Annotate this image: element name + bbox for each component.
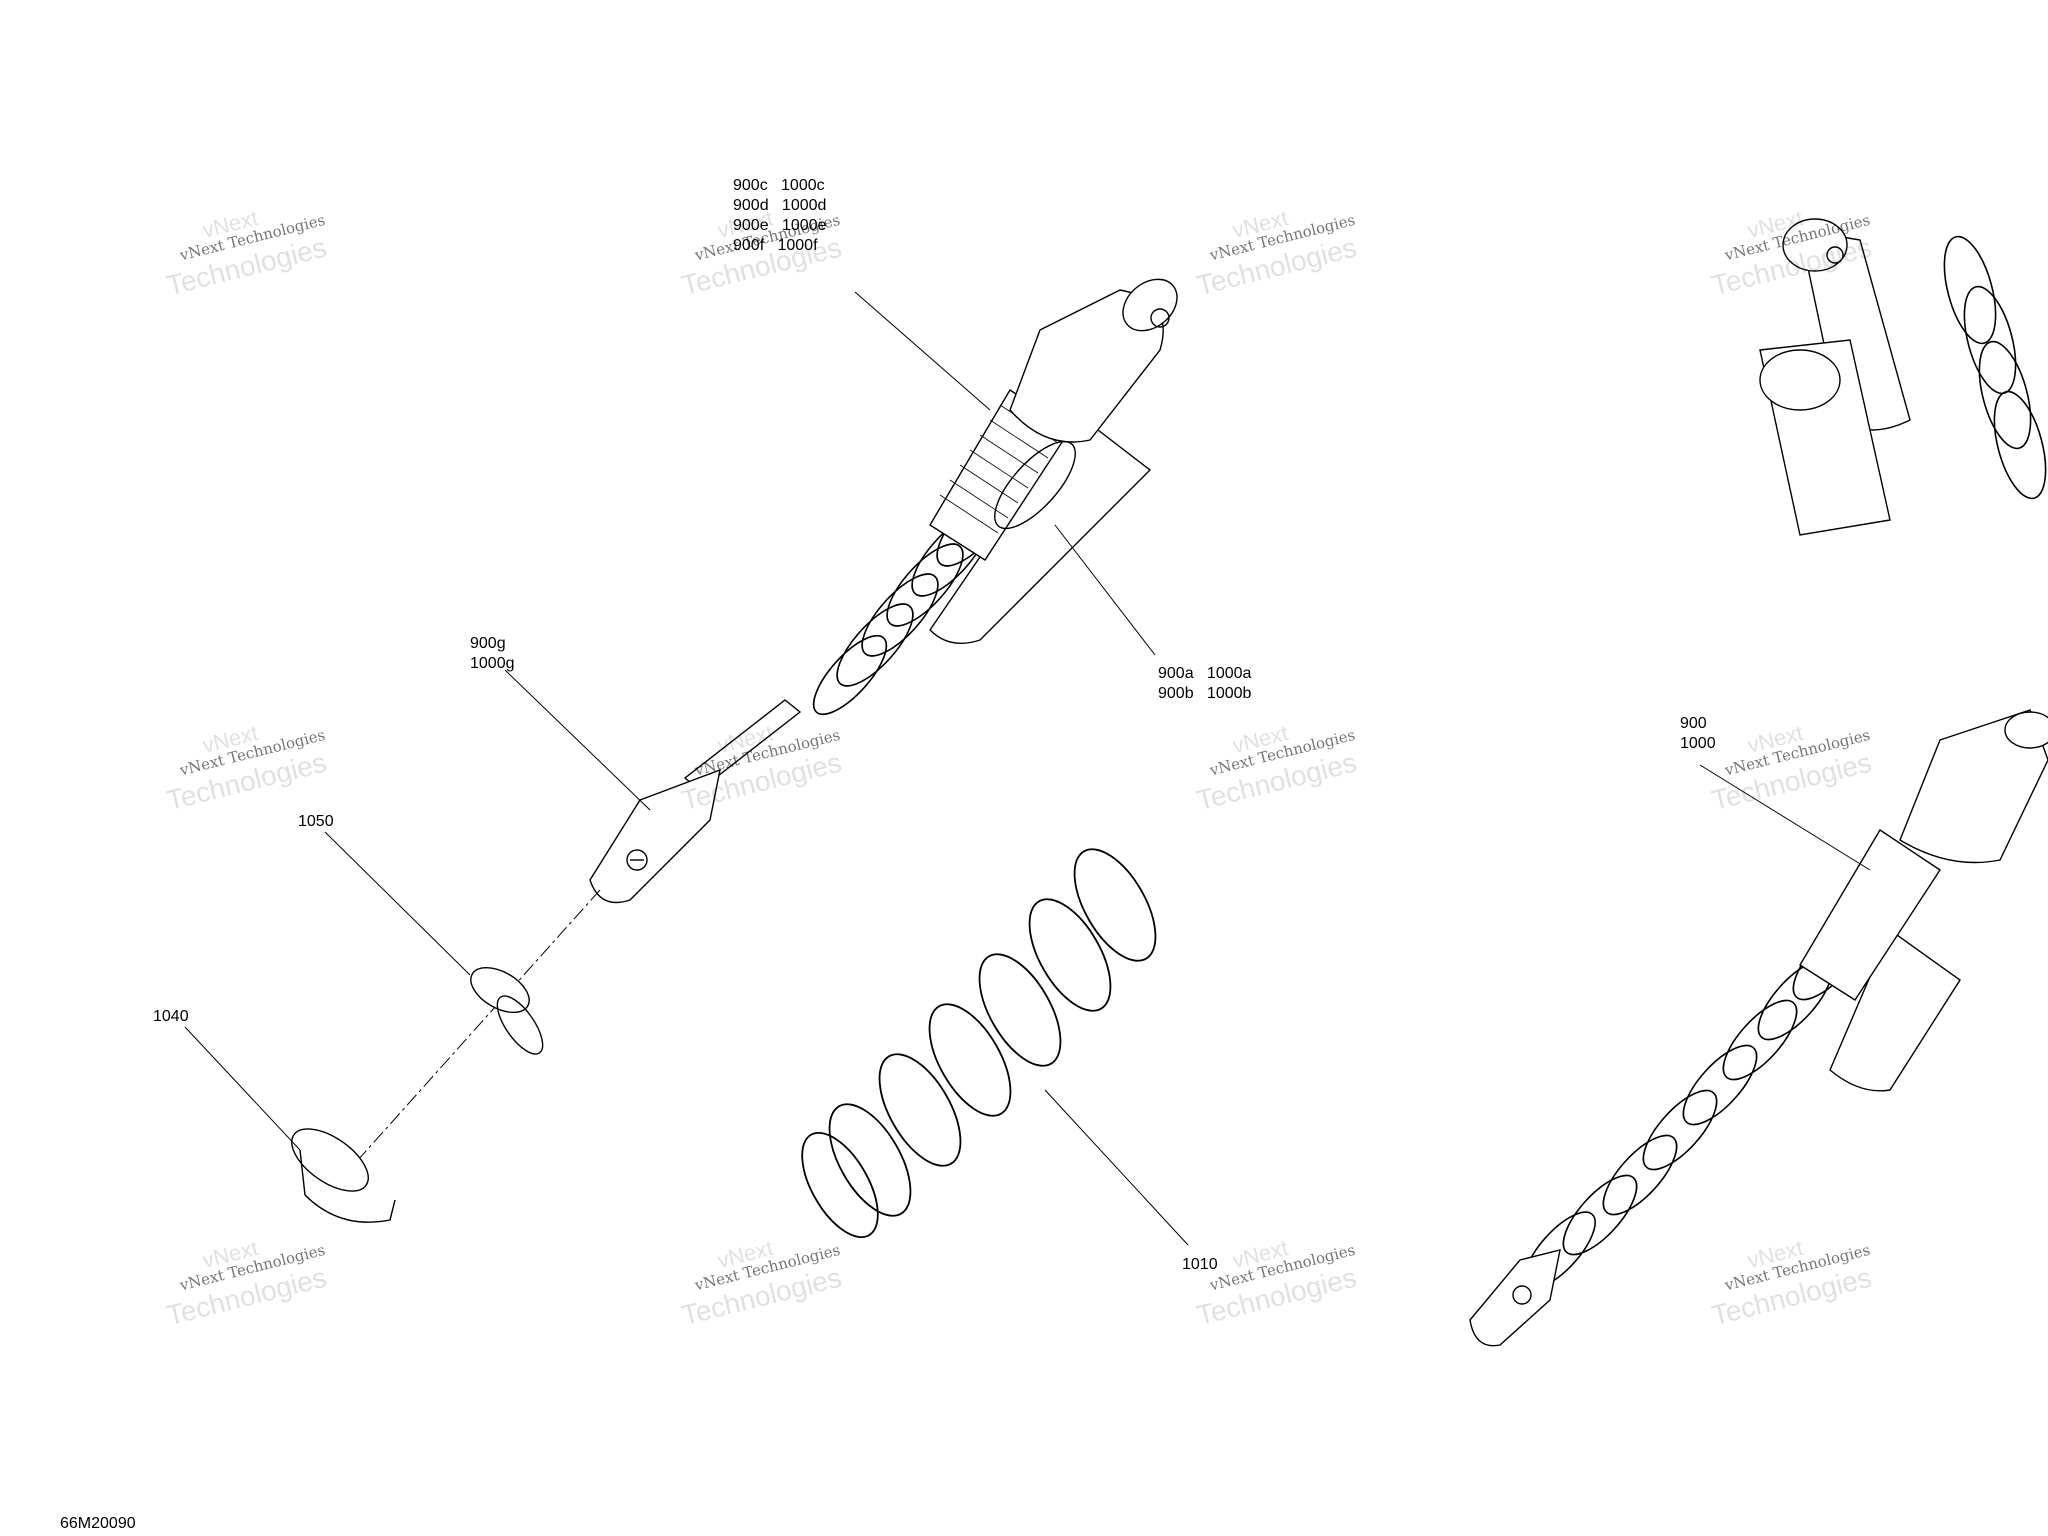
part-1050-seat bbox=[470, 966, 544, 1055]
shock-absorber-main bbox=[589, 278, 1178, 904]
callout-900c-f: 900c 1000c 900d 1000d 900e 1000e 900f 10… bbox=[733, 177, 827, 254]
callout-1050: 1050 bbox=[298, 813, 334, 830]
top-eye-hole bbox=[1150, 308, 1170, 328]
part-1040-cup bbox=[291, 1128, 396, 1223]
leader-lines bbox=[184, 291, 1871, 1246]
callout-900g: 900g 1000g bbox=[470, 635, 515, 672]
reservoir-body bbox=[929, 419, 1152, 644]
callout-900a-b: 900a 1000a 900b 1000b bbox=[1158, 665, 1252, 702]
assembly-axis-line bbox=[339, 889, 601, 1181]
figure-code: 66M20090 bbox=[60, 1515, 136, 1532]
callout-900-1000: 900 1000 bbox=[1680, 715, 1716, 752]
detail-view-top-right bbox=[1759, 218, 2047, 536]
part-1010-spring bbox=[801, 848, 1157, 1239]
callout-1010: 1010 bbox=[1182, 1256, 1218, 1273]
callout-1040: 1040 bbox=[153, 1008, 189, 1025]
bottom-eyelet bbox=[589, 768, 721, 904]
shock-absorber-assembled bbox=[1469, 709, 2048, 1347]
preload-ring bbox=[994, 440, 1076, 530]
